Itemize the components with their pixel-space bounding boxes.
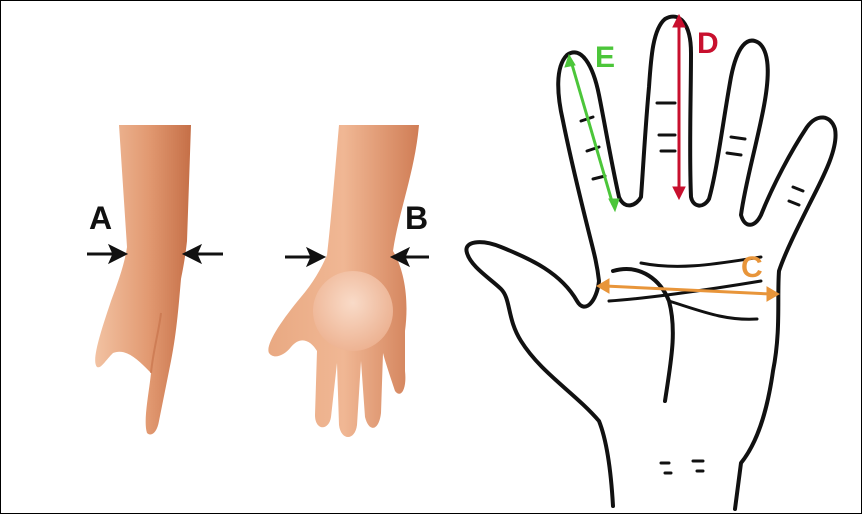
wrist-marks (661, 461, 703, 473)
measure-d (673, 15, 685, 199)
forearm-a-shape (95, 125, 191, 435)
little-finger-joints (789, 187, 803, 205)
middle-finger-joints (657, 103, 675, 151)
label-e: E (595, 41, 615, 74)
measure-e (565, 55, 619, 211)
label-d: D (697, 27, 719, 60)
hand-outline-drawing (466, 17, 835, 509)
forearm-side-view (95, 125, 191, 435)
label-b: B (405, 200, 428, 236)
label-a: A (89, 200, 112, 236)
forearm-palm-view (268, 125, 419, 437)
palm-crease-lower (669, 301, 757, 319)
ring-finger-joints (727, 137, 745, 155)
hand-outline (466, 17, 835, 509)
label-c: C (741, 251, 763, 284)
